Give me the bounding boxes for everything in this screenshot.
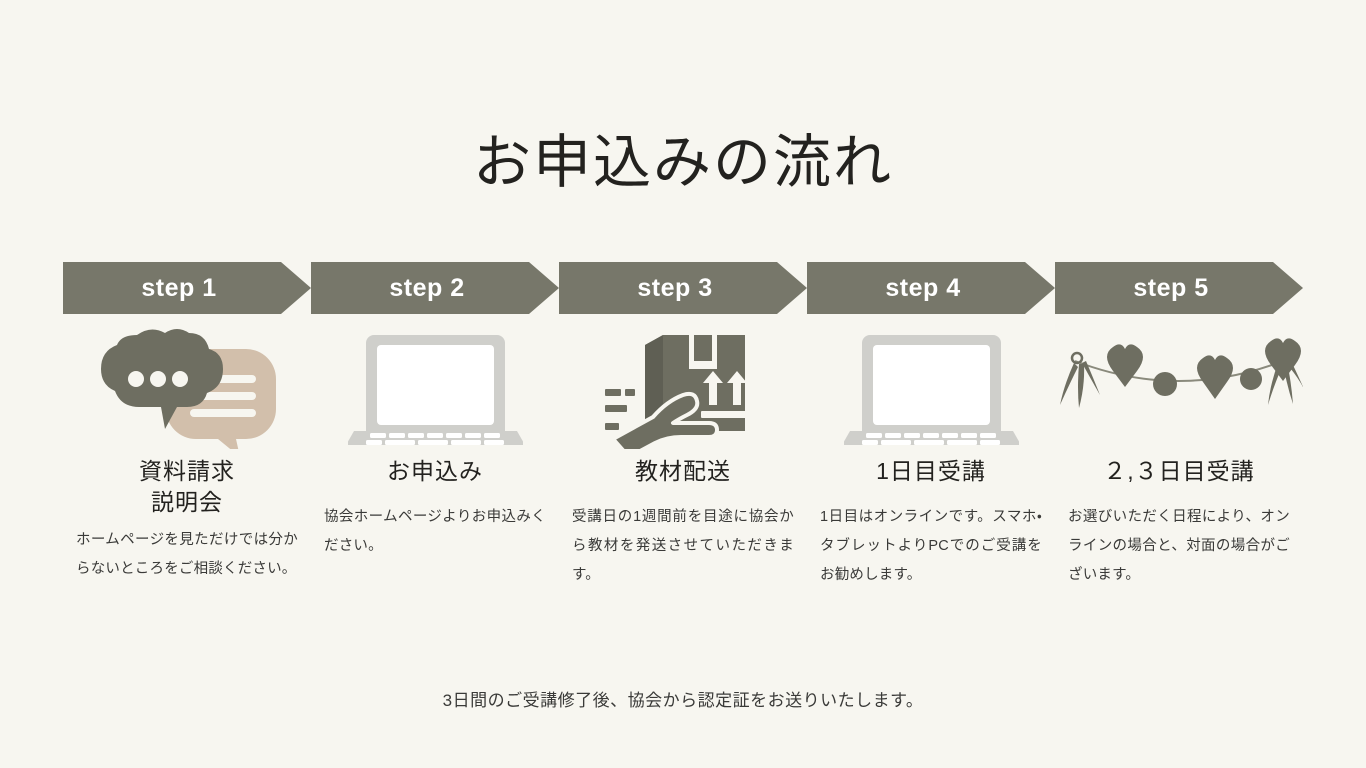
step-heading-2: お申込み [387, 458, 483, 484]
steps-flow: step 1 資料請求 説明会 ホームページを見ただけでは分からないところをご相… [63, 262, 1303, 590]
step-description-2: 協会ホームページよりお申込みください。 [324, 509, 546, 555]
speech-bubbles-icon [63, 322, 311, 454]
step-badge-1[interactable]: step 1 [63, 262, 311, 314]
laptop-icon [311, 322, 559, 454]
package-delivery-icon [559, 322, 807, 454]
step-card-1: step 1 資料請求 説明会 ホームページを見ただけでは分からないところをご相… [63, 262, 311, 584]
step-description-4: 1日目はオンラインです。スマホ・タブレットよりPCでのご受講をお勧めします。 [820, 509, 1042, 584]
step-badge-2[interactable]: step 2 [311, 262, 559, 314]
step-badge-4[interactable]: step 4 [807, 262, 1055, 314]
step-card-4: step 4 [807, 262, 1055, 590]
step-heading-1: 資料請求 説明会 [139, 458, 235, 516]
step-heading-5: ２,３日目受講 [1103, 458, 1255, 484]
step-card-5: step 5 [1055, 262, 1303, 590]
page-title: お申込みの流れ [472, 129, 893, 195]
step-heading-4: 1日目受講 [876, 458, 986, 484]
step-description-5: お選びいただく日程により、オンラインの場合と、対面の場合がございます。 [1068, 509, 1290, 584]
step-card-3: step 3 [559, 262, 807, 590]
step-heading-3: 教材配送 [635, 458, 731, 484]
step-description-3: 受講日の1週間前を目途に協会から教材を発送させていただきます。 [572, 509, 794, 584]
step-badge-5[interactable]: step 5 [1055, 262, 1303, 314]
step-card-2: step 2 [311, 262, 559, 561]
heart-garland-icon [1055, 322, 1303, 454]
step-badge-3[interactable]: step 3 [559, 262, 807, 314]
footer-note: 3日間のご受講修了後、協会から認定証をお送りいたします。 [442, 691, 924, 710]
laptop-icon [807, 322, 1055, 454]
step-description-1: ホームページを見ただけでは分からないところをご相談ください。 [76, 532, 298, 578]
